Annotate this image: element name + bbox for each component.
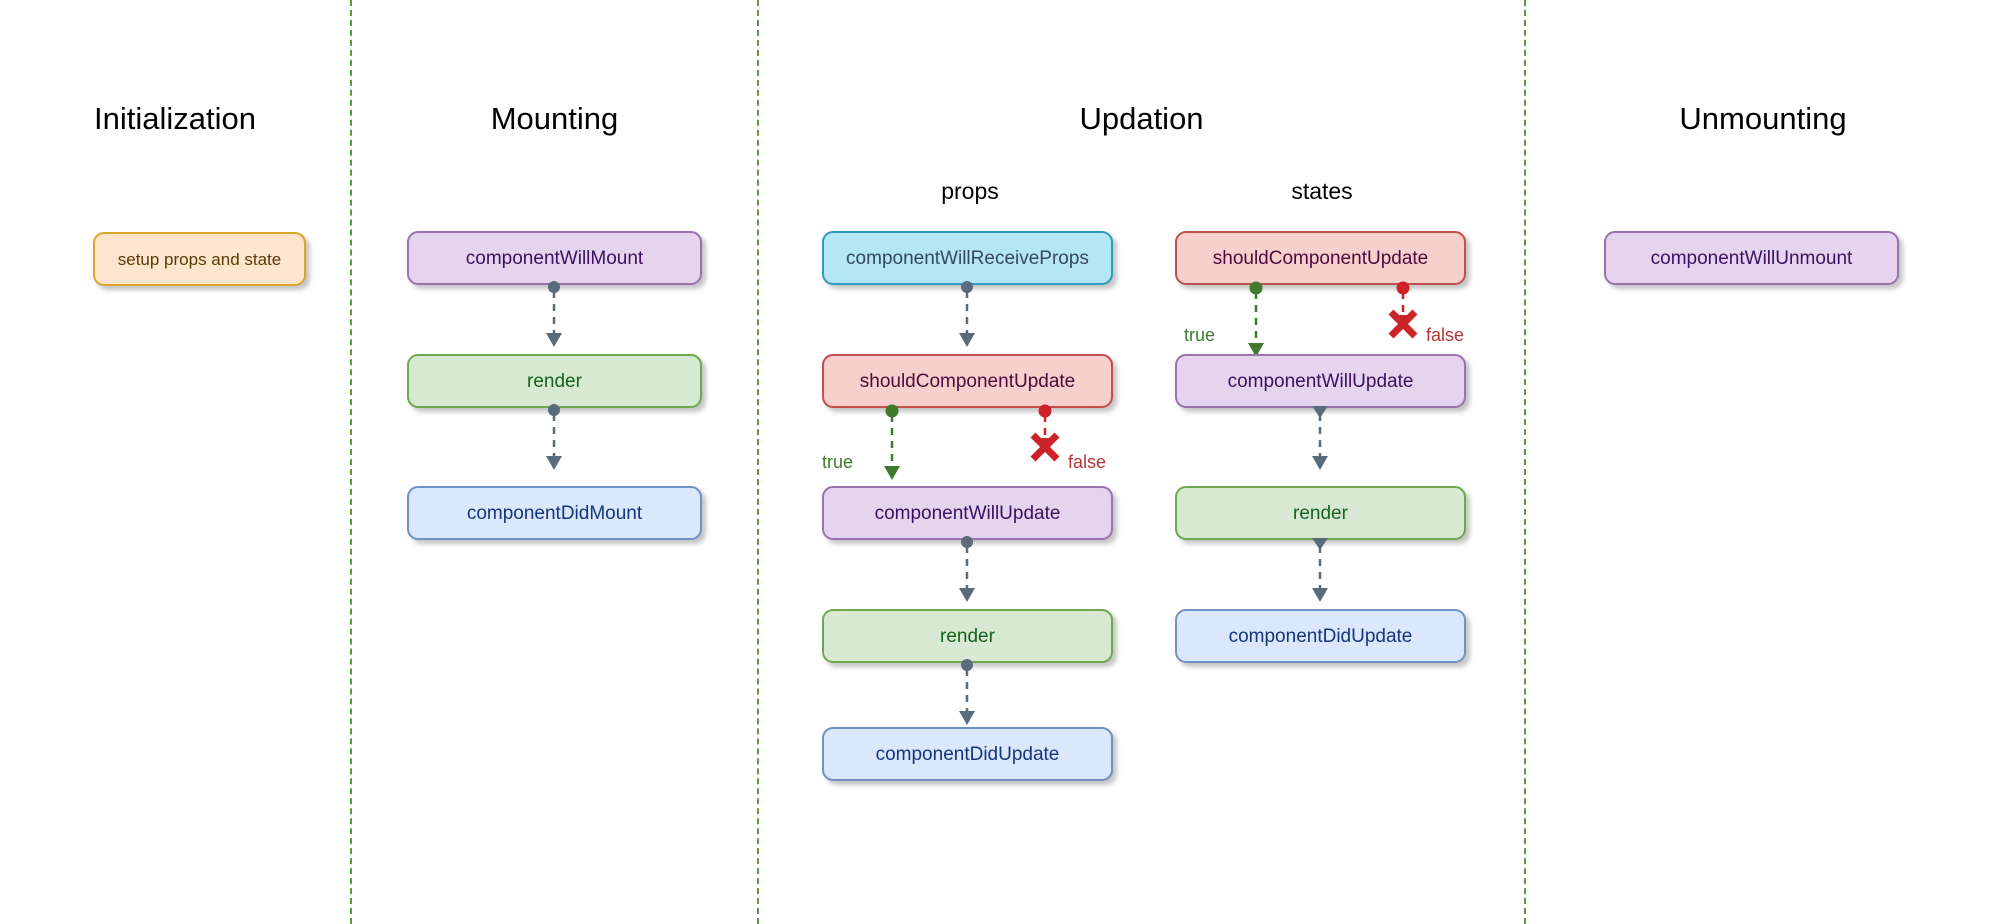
node-component-will-receive-props[interactable]: componentWillReceiveProps (822, 231, 1113, 285)
node-states-component-did-update[interactable]: componentDidUpdate (1175, 609, 1466, 663)
subtitle-states: states (1291, 178, 1353, 204)
node-props-component-will-update[interactable]: componentWillUpdate (822, 486, 1113, 540)
node-setup-props-and-state[interactable]: setup props and state (93, 232, 306, 286)
connector-props-receive-to-should-update (947, 281, 987, 351)
edge-label-props-false: false (1068, 452, 1107, 472)
node-props-should-component-update[interactable]: shouldComponentUpdate (822, 354, 1113, 408)
node-component-will-unmount[interactable]: componentWillUnmount (1604, 231, 1899, 285)
connector-props-will-update-to-render (947, 536, 987, 606)
separator-initialization-mounting (350, 0, 352, 924)
edge-label-props-true: true (822, 452, 854, 472)
connector-props-should-update-true (872, 404, 912, 484)
edge-label-states-false: false (1426, 325, 1465, 345)
node-component-will-mount[interactable]: componentWillMount (407, 231, 702, 285)
connector-props-render-to-did-update (947, 659, 987, 729)
node-props-component-did-update[interactable]: componentDidUpdate (822, 727, 1113, 781)
connector-states-will-update-to-render (1300, 406, 1340, 474)
edge-label-states-true: true (1184, 325, 1216, 345)
connector-states-render-to-did-update (1300, 538, 1340, 606)
connector-mount-render-to-did-mount (534, 404, 574, 474)
node-states-should-component-update[interactable]: shouldComponentUpdate (1175, 231, 1466, 285)
node-component-did-mount[interactable]: componentDidMount (407, 486, 702, 540)
separator-updation-unmounting (1524, 0, 1526, 924)
node-states-component-will-update[interactable]: componentWillUpdate (1175, 354, 1466, 408)
section-title-updation: Updation (1079, 101, 1204, 136)
section-title-unmounting: Unmounting (1679, 101, 1847, 136)
subtitle-props: props (941, 178, 999, 204)
connector-mount-will-to-render (534, 281, 574, 351)
connector-states-should-update-true (1236, 281, 1276, 361)
node-mount-render[interactable]: render (407, 354, 702, 408)
section-title-mounting: Mounting (490, 101, 619, 136)
node-props-render[interactable]: render (822, 609, 1113, 663)
separator-mounting-updation (757, 0, 759, 924)
node-states-render[interactable]: render (1175, 486, 1466, 540)
section-title-initialization: Initialization (94, 101, 256, 136)
